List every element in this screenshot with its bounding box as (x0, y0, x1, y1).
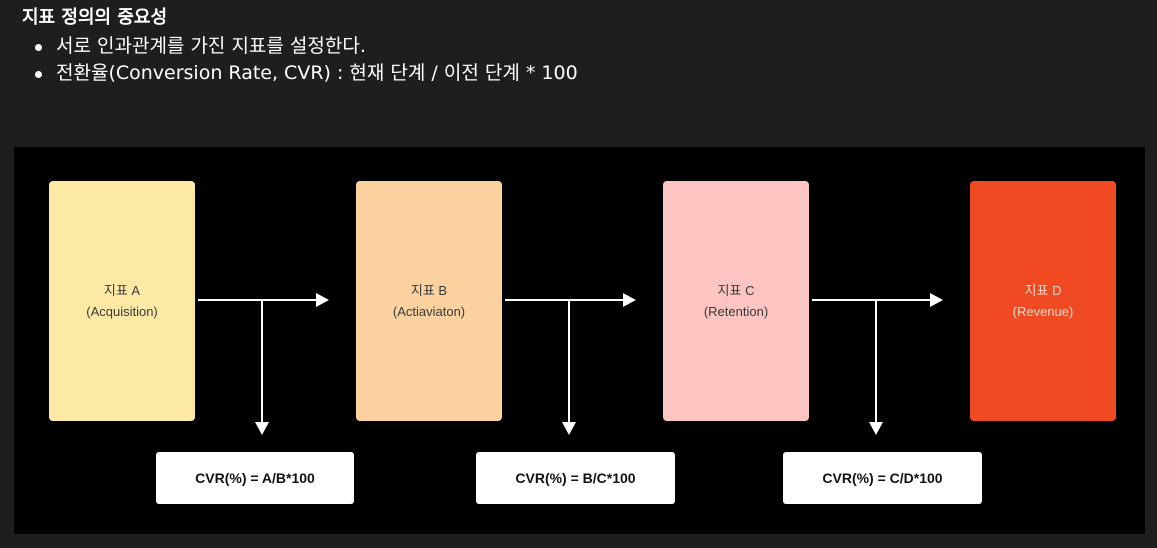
bullet-item-causal-metrics: 서로 인과관계를 가진 지표를 설정한다. (22, 33, 578, 60)
cvr-formula-c-d: CVR(%) = C/D*100 (783, 452, 982, 504)
arrow-head-down-2 (562, 422, 576, 435)
metric-b-label: 지표 B (410, 283, 448, 298)
bullet-list: 서로 인과관계를 가진 지표를 설정한다. 전환율(Conversion Rat… (22, 33, 578, 87)
metric-d-label: 지표 D (1024, 283, 1062, 298)
metric-box-b: 지표 B (Actiaviaton) (356, 181, 502, 421)
metric-a-subtitle: (Acquisition) (86, 304, 158, 319)
metric-a-label: 지표 A (103, 283, 141, 298)
page-title: 지표 정의의 중요성 (22, 7, 168, 28)
cvr-formula-a-b: CVR(%) = A/B*100 (156, 452, 354, 504)
metric-box-a: 지표 A (Acquisition) (49, 181, 195, 421)
funnel-diagram: 지표 A (Acquisition) 지표 B (Actiaviaton) 지표… (14, 147, 1145, 534)
cvr-formula-b-c: CVR(%) = B/C*100 (476, 452, 675, 504)
metric-b-subtitle: (Actiaviaton) (392, 304, 466, 319)
arrow-head-right-3 (930, 293, 943, 307)
arrow-head-right-1 (316, 293, 329, 307)
metric-box-c: 지표 C (Retention) (663, 181, 809, 421)
bullet-item-cvr-definition: 전환율(Conversion Rate, CVR) : 현재 단계 / 이전 단… (22, 60, 578, 87)
arrow-head-down-3 (869, 422, 883, 435)
metric-d-subtitle: (Revenue) (1012, 304, 1074, 319)
arrow-connectors (198, 293, 943, 435)
arrow-head-right-2 (623, 293, 636, 307)
metric-box-d: 지표 D (Revenue) (970, 181, 1116, 421)
metric-c-subtitle: (Retention) (703, 304, 769, 319)
metric-c-label: 지표 C (717, 283, 755, 298)
arrow-head-down-1 (255, 422, 269, 435)
